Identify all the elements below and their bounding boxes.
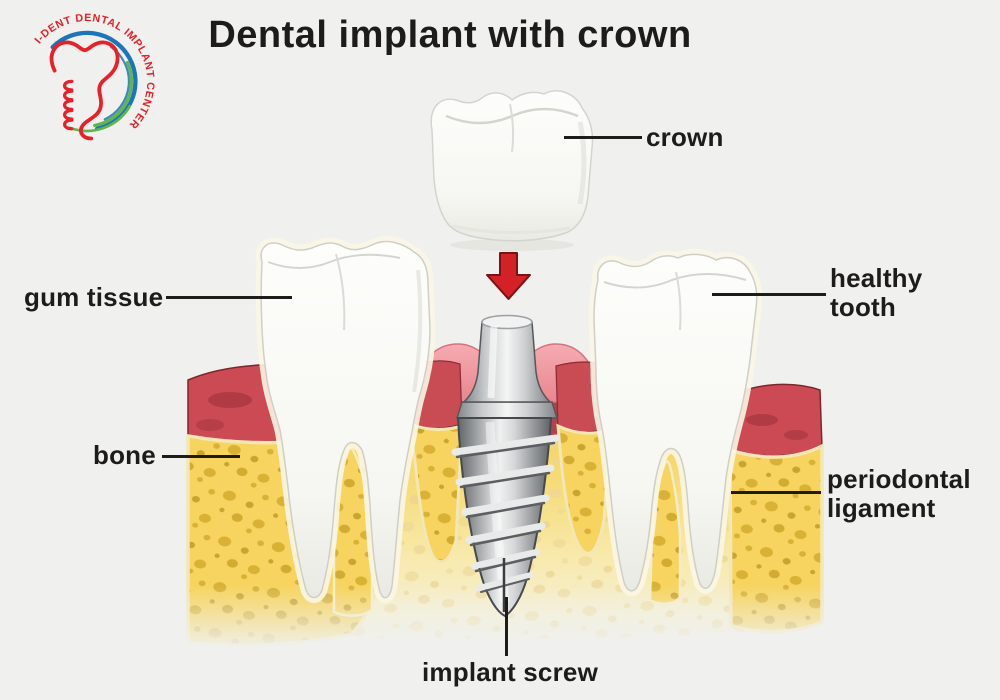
implant-screw-leader-line — [505, 597, 508, 656]
left-molar-tooth — [255, 236, 436, 604]
label-implant-screw: implant screw — [422, 657, 598, 687]
logo-thread-marks — [63, 79, 74, 131]
page-title: Dental implant with crown — [208, 14, 692, 56]
healthy-tooth — [588, 248, 763, 597]
crown-leader-line — [564, 136, 642, 139]
clinic-logo: I-DENT DENTAL IMPLANT CENTER — [32, 12, 156, 141]
logo-tooth-implant-icon — [49, 40, 120, 141]
label-crown: crown — [646, 122, 724, 152]
periodontal-ligament-leader-line — [731, 491, 821, 494]
logo-green-arc — [93, 60, 134, 128]
healthy-tooth-leader-line — [712, 293, 826, 296]
crown-illustration — [430, 90, 594, 251]
gum-tissue-leader-line — [166, 296, 292, 299]
implant-threads — [451, 434, 560, 593]
down-arrow-icon — [486, 252, 531, 300]
bone-leader-line — [162, 455, 240, 458]
label-bone: bone — [93, 440, 156, 470]
implant-screw-illustration — [451, 314, 560, 618]
label-periodontal-ligament: periodontal ligament — [827, 464, 971, 524]
label-gum-tissue: gum tissue — [24, 282, 164, 312]
label-healthy-tooth: healthy tooth — [830, 263, 923, 323]
